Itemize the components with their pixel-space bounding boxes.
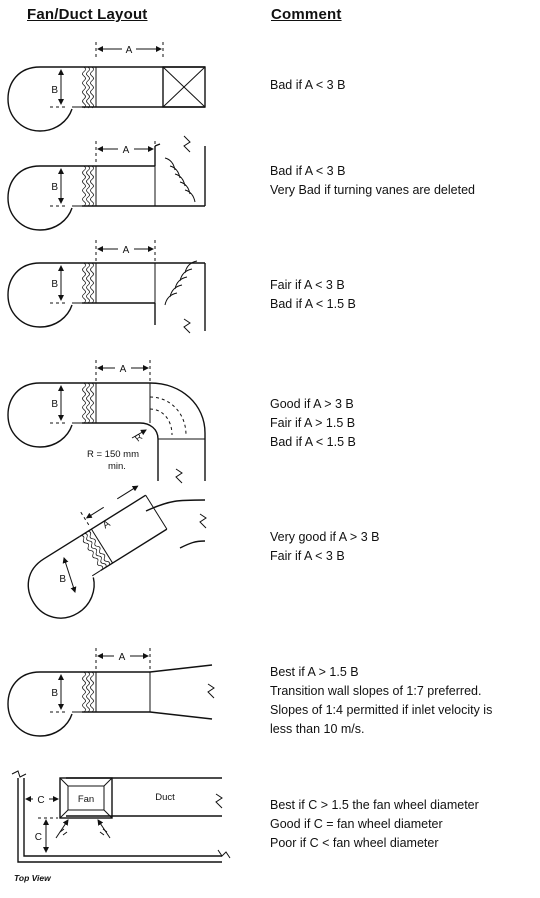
layout-row-4: B A R R = 150 mm min. xyxy=(7,360,206,484)
dim-a-label: A xyxy=(120,364,127,375)
comment-line: Bad if A < 1.5 B xyxy=(270,297,356,311)
comment-line: less than 10 m/s. xyxy=(270,722,365,736)
dim-b-label: B xyxy=(51,85,58,96)
comment-row-5: Very good if A > 3 B Fair if A < 3 B xyxy=(270,528,379,566)
fan-label: Fan xyxy=(78,794,94,805)
comment-row-4: Good if A > 3 B Fair if A > 1.5 B Bad if… xyxy=(270,395,356,452)
dim-a-label: A xyxy=(126,45,133,56)
dim-c-label: C xyxy=(35,832,42,843)
dim-b-label: B xyxy=(51,279,58,290)
comment-line: Very good if A > 3 B xyxy=(270,530,380,544)
comment-row-7: Best if C > 1.5 the fan wheel diameter G… xyxy=(270,796,479,853)
layout-row-6: B A xyxy=(7,648,215,737)
dim-b-label: B xyxy=(51,182,58,193)
dim-a-label: A xyxy=(123,145,130,156)
comment-row-3: Fair if A < 3 B Bad if A < 1.5 B xyxy=(270,276,356,314)
comment-line: Fair if A < 3 B xyxy=(270,278,345,292)
comment-row-1: Bad if A < 3 B xyxy=(270,76,345,95)
comment-line: Good if A > 3 B xyxy=(270,397,354,411)
radius-note: R = 150 mm xyxy=(87,449,139,460)
dim-c-label: C xyxy=(37,795,44,806)
comment-line: Slopes of 1:4 permitted if inlet velocit… xyxy=(270,703,493,717)
comment-line: Fair if A < 3 B xyxy=(270,549,345,563)
layout-row-3: B A xyxy=(7,240,206,334)
duct-label: Duct xyxy=(155,792,175,803)
comment-line: Good if C = fan wheel diameter xyxy=(270,817,443,831)
comment-header: Comment xyxy=(271,6,342,23)
dim-a-label: A xyxy=(123,245,130,256)
dim-b-label: B xyxy=(59,574,66,585)
comment-line: Best if C > 1.5 the fan wheel diameter xyxy=(270,798,479,812)
dim-b-label: B xyxy=(51,688,58,699)
comment-line: Bad if A < 1.5 B xyxy=(270,435,356,449)
layout-row-7-top-view: Fan Duct C C Top View xyxy=(11,770,231,883)
comment-row-2: Bad if A < 3 B Very Bad if turning vanes… xyxy=(270,162,475,200)
dim-a-label: A xyxy=(119,652,126,663)
comment-line: Very Bad if turning vanes are deleted xyxy=(270,183,475,197)
comment-line: Best if A > 1.5 B xyxy=(270,665,359,679)
comment-line: Transition wall slopes of 1:7 preferred. xyxy=(270,684,482,698)
comment-row-6: Best if A > 1.5 B Transition wall slopes… xyxy=(270,663,492,739)
comment-line: Poor if C < fan wheel diameter xyxy=(270,836,439,850)
layout-row-2: B A xyxy=(7,135,206,231)
layout-row-1: B A xyxy=(7,42,206,132)
radius-r-label: R xyxy=(133,431,145,443)
fan-duct-layout-header: Fan/Duct Layout xyxy=(27,6,148,23)
top-view-caption: Top View xyxy=(14,873,52,883)
comment-line: Bad if A < 3 B xyxy=(270,164,346,178)
comment-line: Fair if A > 1.5 B xyxy=(270,416,356,430)
dim-a-label: A xyxy=(101,518,113,531)
radius-note-min: min. xyxy=(108,461,126,472)
comment-line: Bad if A < 3 B xyxy=(270,78,346,92)
dim-b-label: B xyxy=(51,399,58,410)
layout-row-5: A B xyxy=(27,485,207,619)
